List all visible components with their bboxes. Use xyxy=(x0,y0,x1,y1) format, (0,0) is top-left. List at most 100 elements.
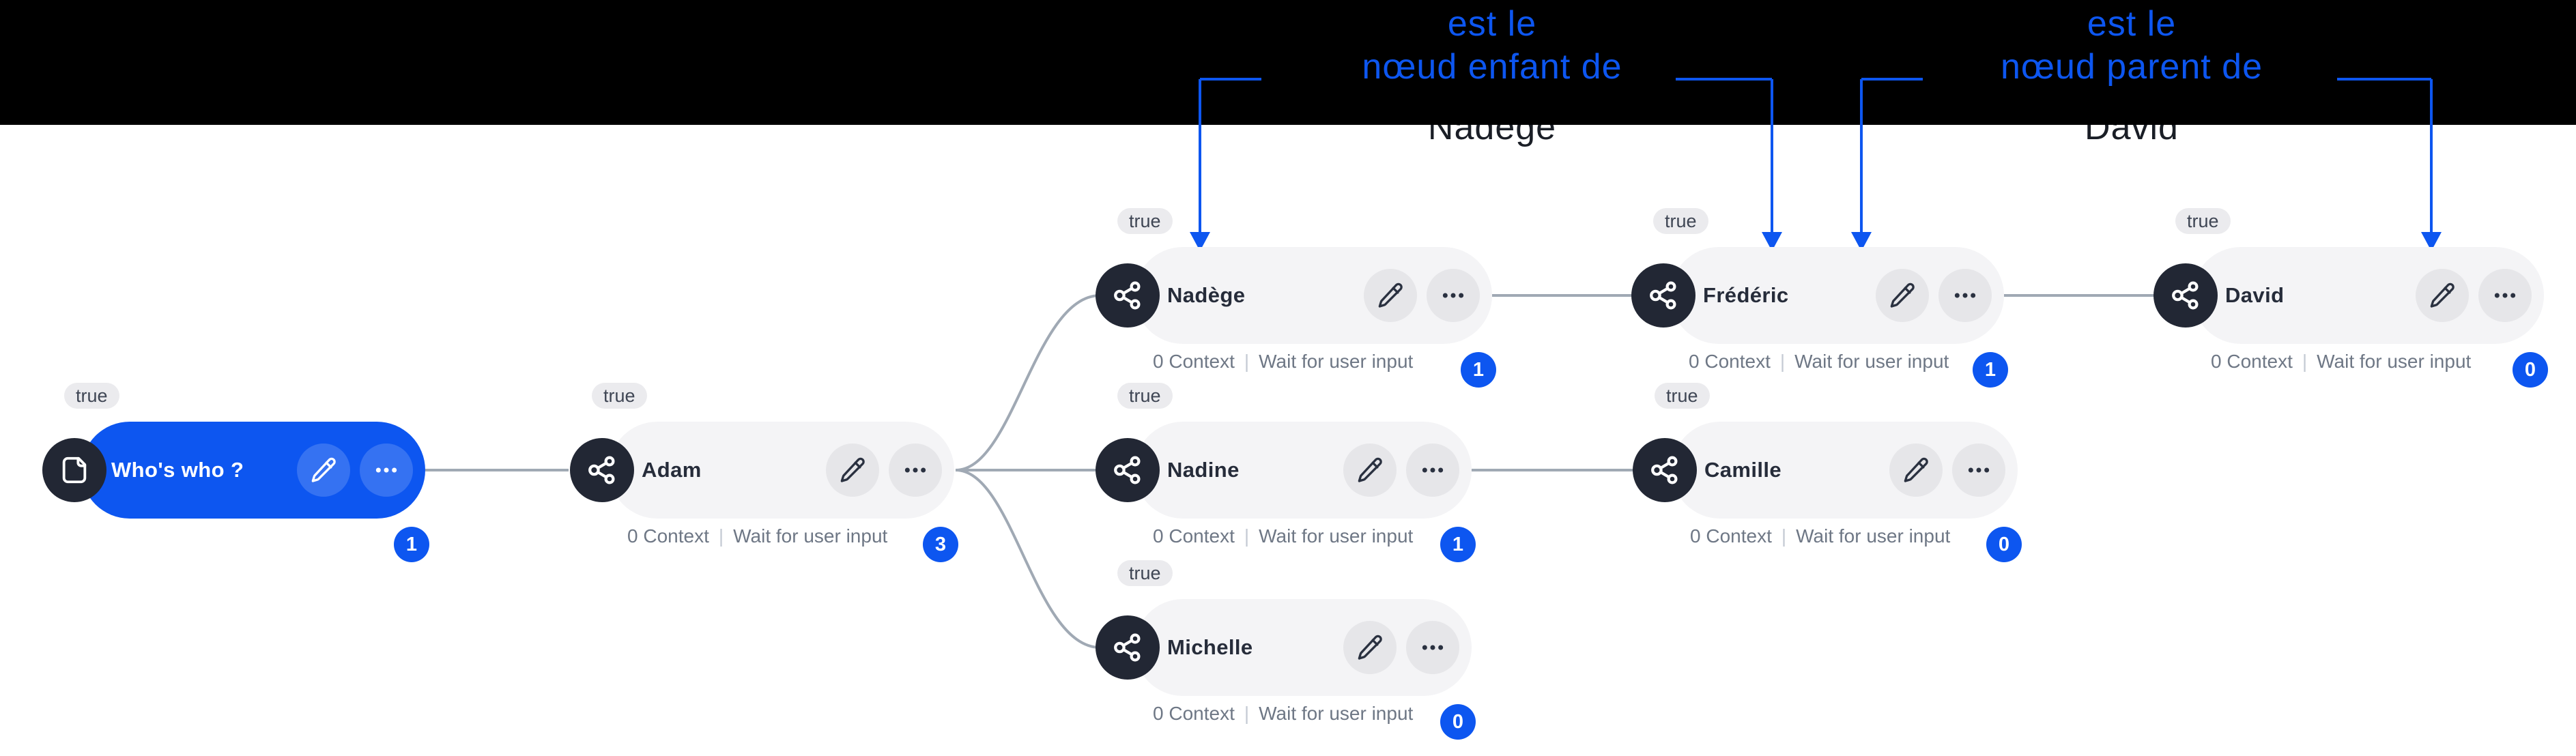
context-count: 0 Context xyxy=(1153,351,1235,372)
share-icon xyxy=(588,456,615,484)
condition-badge: true xyxy=(1655,383,1710,409)
condition-badge: true xyxy=(1653,208,1708,234)
context-count: 0 Context xyxy=(1689,351,1771,372)
more-button[interactable] xyxy=(360,444,413,497)
node-type-circle xyxy=(1631,263,1695,328)
condition-badge: true xyxy=(1117,383,1173,409)
edit-button[interactable] xyxy=(1876,269,1929,322)
annotation-line1: est le xyxy=(2087,4,2177,44)
node-type-circle xyxy=(1633,438,1697,502)
node-pill[interactable] xyxy=(81,422,425,519)
edit-button[interactable] xyxy=(2416,269,2469,322)
share-icon xyxy=(1114,281,1141,310)
node-meta: 0 Context | Wait for user input xyxy=(1153,703,1413,725)
pencil-icon xyxy=(1358,457,1382,482)
condition-badge: true xyxy=(64,383,119,409)
wait-for-user-input: Wait for user input xyxy=(1259,351,1414,372)
meta-separator: | xyxy=(1244,525,1250,547)
annotation-line2: nœud parent de xyxy=(2000,47,2263,87)
node-label: Nadine xyxy=(1167,458,1240,482)
more-button[interactable] xyxy=(1427,269,1480,322)
file-icon xyxy=(62,456,87,484)
more-button[interactable] xyxy=(2478,269,2532,322)
annotation-line1: est le xyxy=(1447,4,1537,44)
output-count-badge: 3 xyxy=(923,527,958,562)
edit-button[interactable] xyxy=(1343,621,1397,674)
wait-for-user-input: Wait for user input xyxy=(1796,525,1951,547)
edit-button[interactable] xyxy=(297,444,350,497)
node-type-circle xyxy=(1096,438,1160,502)
condition-badge: true xyxy=(1117,208,1173,234)
flow-connector xyxy=(955,469,1101,649)
node-meta: 0 Context | Wait for user input xyxy=(1153,525,1413,547)
node-label: Who's who ? xyxy=(111,458,244,482)
share-icon xyxy=(1651,456,1678,484)
wait-for-user-input: Wait for user input xyxy=(733,525,888,547)
pencil-icon xyxy=(1378,282,1403,308)
meta-separator: | xyxy=(1244,703,1250,724)
wait-for-user-input: Wait for user input xyxy=(1794,351,1949,372)
output-count-badge: 0 xyxy=(1440,704,1476,740)
node-label: Adam xyxy=(642,458,702,482)
pencil-icon xyxy=(1358,635,1382,660)
context-count: 0 Context xyxy=(1690,525,1772,547)
node-label: Michelle xyxy=(1167,635,1253,659)
more-button[interactable] xyxy=(889,444,942,497)
context-count: 0 Context xyxy=(1153,703,1235,724)
share-icon xyxy=(2172,281,2199,310)
more-dots-icon xyxy=(375,467,397,473)
more-button[interactable] xyxy=(1952,444,2005,497)
node-type-circle xyxy=(2153,263,2218,328)
meta-separator: | xyxy=(1781,525,1787,547)
meta-separator: | xyxy=(2302,351,2308,372)
node-label: Camille xyxy=(1704,458,1782,482)
node-meta: 0 Context|Wait for user input xyxy=(1689,351,1949,373)
pencil-icon xyxy=(1904,457,1928,482)
pencil-icon xyxy=(2430,282,2455,308)
context-count: 0 Context xyxy=(1153,525,1235,547)
wait-for-user-input: Wait for user input xyxy=(1259,525,1414,547)
more-dots-icon xyxy=(2494,293,2516,298)
more-button[interactable] xyxy=(1406,444,1459,497)
node-type-circle xyxy=(570,438,634,502)
wait-for-user-input: Wait for user input xyxy=(2317,351,2472,372)
node-meta: 0 Context|Wait for user input xyxy=(627,525,887,547)
pencil-icon xyxy=(1890,282,1915,308)
context-count: 0 Context xyxy=(627,525,709,547)
node-meta: 0 Context | Wait for user input xyxy=(1690,525,1950,547)
more-button[interactable] xyxy=(1938,269,1992,322)
more-dots-icon xyxy=(1954,293,1976,298)
annotation-line2: nœud enfant de xyxy=(1362,47,1622,87)
share-icon xyxy=(1114,456,1141,484)
node-meta: 0 Context | Wait for user input xyxy=(1153,351,1413,373)
output-count-badge: 1 xyxy=(1461,352,1496,388)
node-meta: 0 Context | Wait for user input xyxy=(2211,351,2471,373)
wait-for-user-input: Wait for user input xyxy=(1259,703,1414,724)
pencil-icon xyxy=(311,457,336,482)
edit-button[interactable] xyxy=(1889,444,1943,497)
share-icon xyxy=(1114,633,1141,662)
pencil-icon xyxy=(840,457,865,482)
output-count-badge: 1 xyxy=(1440,527,1476,562)
context-count: 0 Context xyxy=(2211,351,2293,372)
more-button[interactable] xyxy=(1406,621,1459,674)
edit-button[interactable] xyxy=(826,444,879,497)
condition-badge: true xyxy=(1117,560,1173,586)
output-count-badge: 0 xyxy=(1986,527,2022,562)
node-type-circle xyxy=(1096,263,1160,328)
node-type-circle xyxy=(1096,615,1160,680)
output-count-badge: 0 xyxy=(2513,352,2548,388)
more-dots-icon xyxy=(1968,467,1990,473)
edit-button[interactable] xyxy=(1364,269,1417,322)
edit-button[interactable] xyxy=(1343,444,1397,497)
condition-badge: true xyxy=(2175,208,2231,234)
meta-separator: | xyxy=(1244,351,1250,372)
